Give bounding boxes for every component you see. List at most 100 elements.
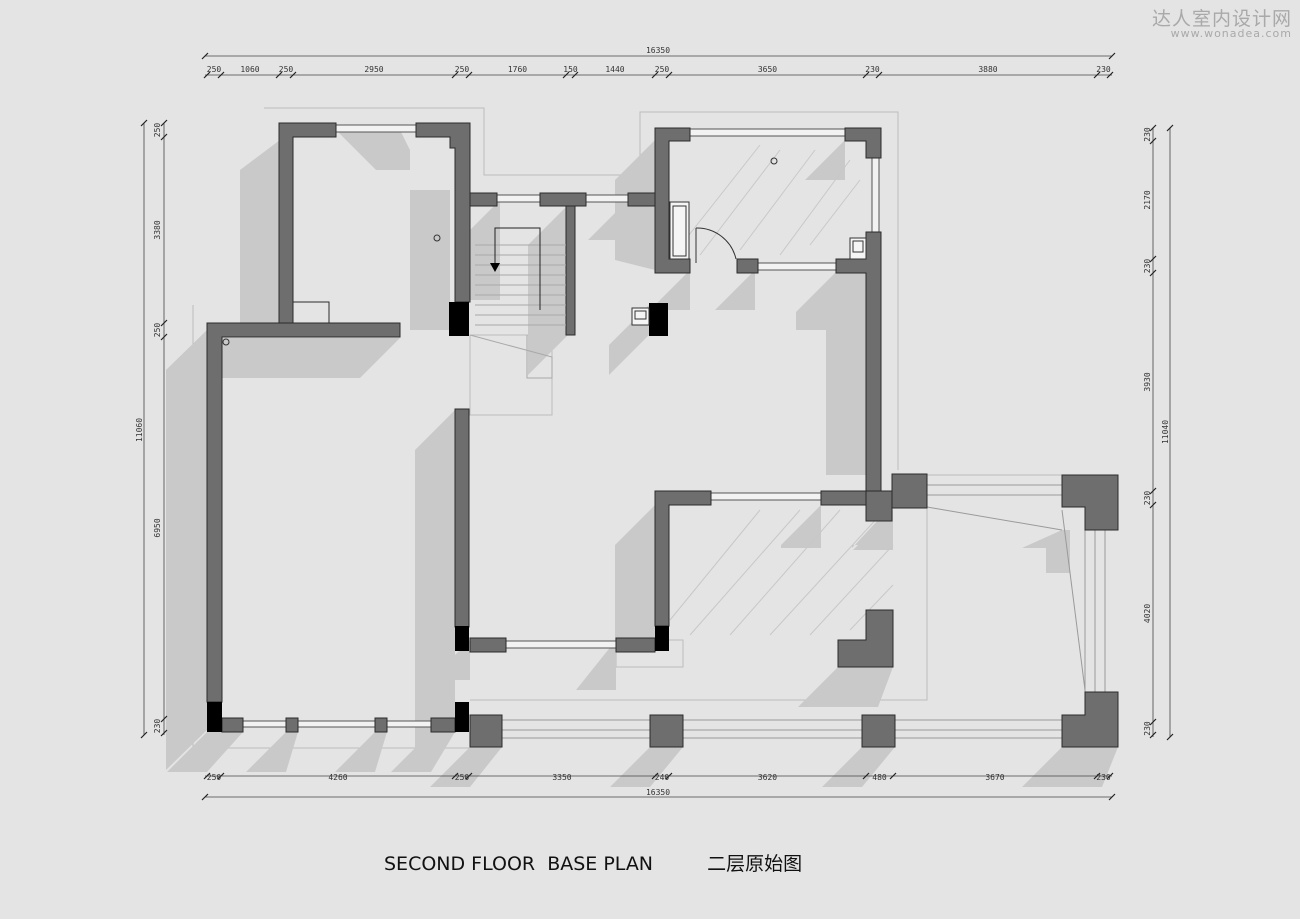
dimension-tick [201,793,209,801]
dim-right-total: 11040 [1161,420,1170,444]
dim-bottom-total: 16350 [646,788,670,797]
dim-bottom-labels: 250 4260 250 3350 240 3620 480 3670 230 [207,773,1111,782]
dimension-label: 230 [1143,127,1152,142]
dimension-tick [875,71,883,79]
dimension-label: 3380 [153,220,162,239]
dimension-label: 230 [865,65,880,74]
dimension-label: 2950 [364,65,383,74]
dimension-label: 3620 [758,773,777,782]
caption-english: SECOND FLOOR BASE PLAN [384,853,654,875]
balcony-railing [502,484,1106,739]
dimension-label: 230 [1096,65,1111,74]
dimension-tick [1149,487,1157,495]
dimension-tick [862,772,870,780]
dimension-tick [1149,731,1157,739]
dimension-label: 250 [207,773,222,782]
dimension-tick [1149,124,1157,132]
wall-shadows [166,130,1118,787]
dimension-tick [1166,124,1174,132]
dimension-tick [665,71,673,79]
dimension-tick [275,71,283,79]
dimension-label: 1760 [508,65,527,74]
dimension-label: 4020 [1143,604,1152,623]
structural-columns [207,302,669,732]
dimension-label: 150 [563,65,578,74]
dimension-tick [140,119,148,127]
dimension-label: 240 [655,773,670,782]
dim-right-labels: 230 2170 230 3930 230 4020 230 [1143,127,1152,736]
dimension-tick [665,772,673,780]
dimension-label: 230 [1096,773,1111,782]
dimension-tick [1106,772,1114,780]
dimension-label: 250 [455,773,470,782]
staircase [469,227,566,379]
dimension-tick [465,71,473,79]
dimension-tick [889,772,897,780]
watermark-url: www.wonadea.com [1170,27,1292,40]
dimension-label: 480 [872,773,887,782]
dimension-ticks [140,52,1174,801]
dimension-label: 230 [153,719,162,734]
walls [206,122,1119,748]
dimension-lines [143,55,1171,798]
dimension-label: 250 [153,323,162,338]
dimension-label: 4260 [328,773,347,782]
dimension-label: 230 [1143,721,1152,736]
dimension-tick [140,731,148,739]
dimension-tick [1093,772,1101,780]
dimension-tick [651,772,659,780]
dimension-label: 3880 [978,65,997,74]
dimension-tick [203,71,211,79]
dimension-label: 250 [655,65,670,74]
dimension-tick [1149,718,1157,726]
dimension-tick [451,71,459,79]
dimension-label: 3930 [1143,372,1152,391]
dimension-tick [562,71,570,79]
dimension-label: 3650 [758,65,777,74]
dimension-tick [160,133,168,141]
dim-top-total: 16350 [646,46,670,55]
caption-chinese: 二层原始图 [707,853,803,875]
dimension-tick [1149,255,1157,263]
dimension-tick [465,772,473,780]
windows [242,124,880,728]
dimension-label: 1060 [240,65,259,74]
dimension-tick [217,71,225,79]
watermark-brand: 达人室内设计网 [1151,8,1292,30]
dimension-tick [201,52,209,60]
dimension-tick [160,319,168,327]
dimension-label: 3670 [985,773,1004,782]
dimension-label: 230 [1143,259,1152,274]
dimension-tick [1149,137,1157,145]
dimension-tick [1108,52,1116,60]
dim-left-labels: 250 3380 250 6950 230 [153,123,162,734]
hatched-areas [669,144,894,636]
dimension-tick [160,333,168,341]
dimension-tick [1149,269,1157,277]
plan-caption: SECOND FLOOR BASE PLAN 二层原始图 [384,849,802,876]
fixtures [222,157,867,346]
dimension-tick [451,772,459,780]
dimension-tick [203,772,211,780]
dimension-tick [217,772,225,780]
dimension-tick [160,729,168,737]
dimension-label: 250 [153,123,162,138]
dimension-label: 3350 [552,773,571,782]
dimension-label: 2170 [1143,190,1152,209]
dimension-tick [1093,71,1101,79]
dimension-tick [160,715,168,723]
dimension-tick [862,71,870,79]
dimension-label: 250 [279,65,294,74]
dimension-label: 230 [1143,491,1152,506]
dimension-label: 6950 [153,518,162,537]
stair-arrow-icon [490,263,500,272]
dimension-label: 1440 [605,65,624,74]
dim-left-total: 11060 [135,418,144,442]
dimension-tick [651,71,659,79]
dimension-tick [289,71,297,79]
dimension-label: 250 [207,65,222,74]
dimension-tick [160,119,168,127]
dimension-tick [1149,501,1157,509]
